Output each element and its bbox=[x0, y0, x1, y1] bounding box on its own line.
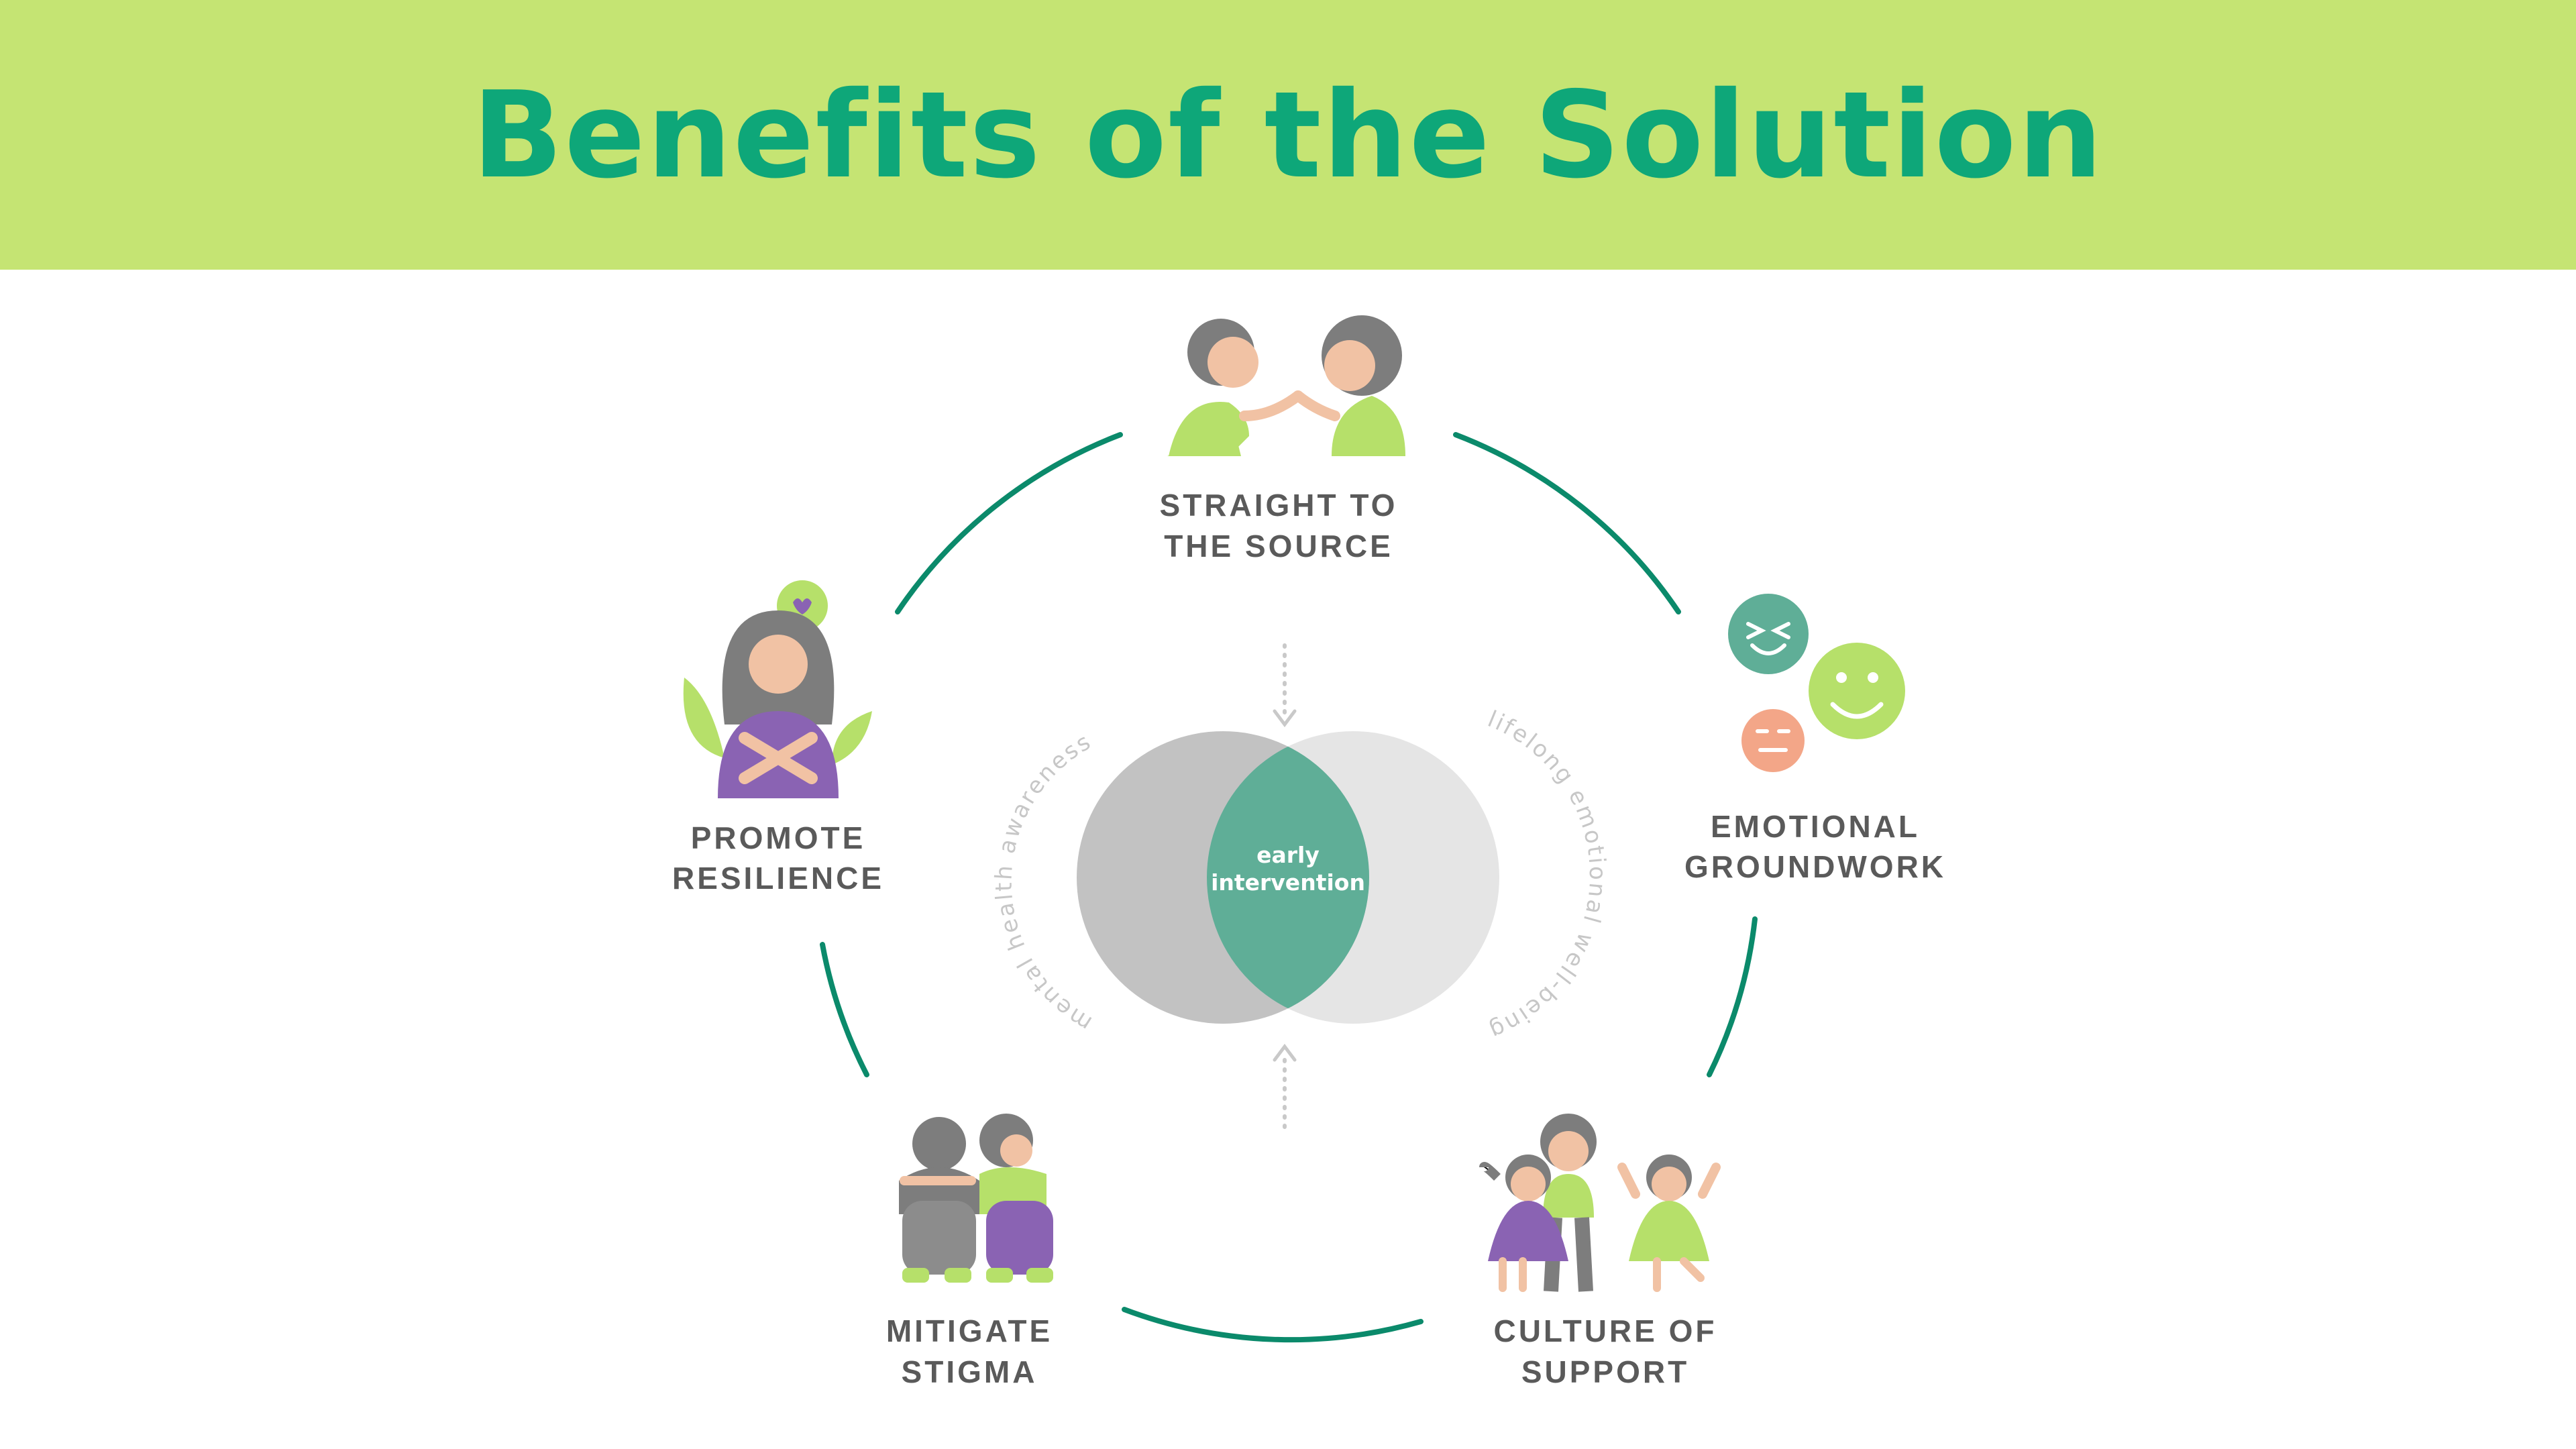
title-banner bbox=[0, 0, 2576, 270]
ring-arc-top-left bbox=[895, 432, 1123, 614]
venn-center-line2: intervention bbox=[1211, 869, 1365, 896]
label-emotional-line1: EMOTIONAL bbox=[1711, 809, 1920, 844]
arrow-down-dotted bbox=[1273, 643, 1297, 728]
family-icon bbox=[1479, 1114, 1721, 1292]
label-culture-line1: CULTURE OF bbox=[1493, 1313, 1717, 1348]
label-promote-line1: PROMOTE bbox=[691, 820, 866, 855]
label-culture-line2: SUPPORT bbox=[1521, 1354, 1689, 1389]
cycle-ring bbox=[820, 432, 1758, 1343]
label-mitigate-line2: STIGMA bbox=[902, 1354, 1038, 1389]
pinky-promise-icon bbox=[1167, 315, 1405, 456]
ring-arc-top-right bbox=[1453, 432, 1681, 614]
label-straight-line2: THE SOURCE bbox=[1164, 529, 1393, 564]
label-mitigate-line1: MITIGATE bbox=[886, 1313, 1053, 1348]
label-promote-line2: RESILIENCE bbox=[672, 861, 884, 896]
emoji-faces-icon bbox=[1728, 594, 1905, 772]
venn-right-label: lifelong emotional well-being bbox=[1484, 706, 1611, 1045]
arrow-up-dotted bbox=[1273, 1043, 1297, 1129]
ring-arc-right bbox=[1707, 916, 1758, 1077]
label-emotional-line2: GROUNDWORK bbox=[1684, 849, 1946, 884]
page-title: Benefits of the Solution bbox=[472, 65, 2104, 205]
venn-overlap bbox=[1207, 731, 1369, 1024]
ring-arc-bottom bbox=[1122, 1307, 1424, 1343]
venn-diagram: early intervention mental health awarene… bbox=[990, 706, 1611, 1045]
venn-center-line1: early bbox=[1256, 842, 1320, 868]
ring-arc-left bbox=[820, 942, 869, 1077]
label-straight-line1: STRAIGHT TO bbox=[1160, 488, 1398, 523]
sad-people-icon bbox=[899, 1114, 1053, 1283]
self-hug-icon bbox=[683, 580, 872, 798]
